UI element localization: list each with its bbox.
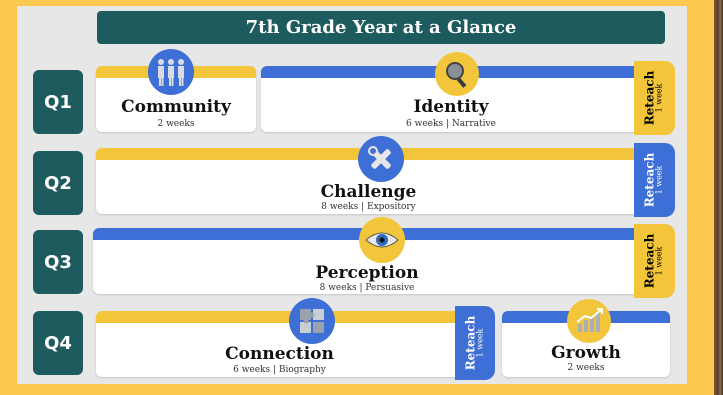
unit-duration: 2 weeks [567, 363, 605, 373]
quarter-label-q1: Q1 [33, 70, 83, 134]
unit-card-connection: Connection 6 weeks | Biography [96, 311, 463, 377]
wood-edge [714, 0, 723, 395]
reteach-label: Reteach [642, 152, 657, 208]
reteach-label: Reteach [463, 315, 477, 371]
quarter-label-q2: Q2 [33, 151, 83, 215]
card-stripe [96, 311, 463, 323]
unit-name: Challenge [320, 182, 417, 202]
growth-chart-icon [567, 299, 611, 343]
quarter-label-q3: Q3 [33, 230, 83, 294]
people-icon [148, 49, 194, 95]
reteach-label: Reteach [642, 70, 657, 126]
eye-icon [359, 217, 405, 263]
tools-icon [358, 136, 404, 182]
unit-name: Perception [315, 263, 419, 283]
unit-name: Connection [225, 344, 334, 364]
unit-duration: 8 weeks | Persuasive [319, 283, 415, 293]
puzzle-icon [289, 298, 335, 344]
unit-duration: 6 weeks | Narrative [406, 119, 496, 129]
unit-duration: 2 weeks [157, 119, 195, 129]
unit-duration: 8 weeks | Expository [321, 202, 416, 212]
unit-name: Growth [551, 343, 621, 363]
unit-name: Identity [413, 97, 489, 117]
magnifier-icon [435, 52, 479, 96]
unit-duration: 6 weeks | Biography [233, 365, 326, 375]
page-title: 7th Grade Year at a Glance [97, 11, 665, 44]
reteach-label: Reteach [642, 233, 657, 289]
quarter-label-q4: Q4 [33, 311, 83, 375]
unit-name: Community [121, 97, 231, 117]
